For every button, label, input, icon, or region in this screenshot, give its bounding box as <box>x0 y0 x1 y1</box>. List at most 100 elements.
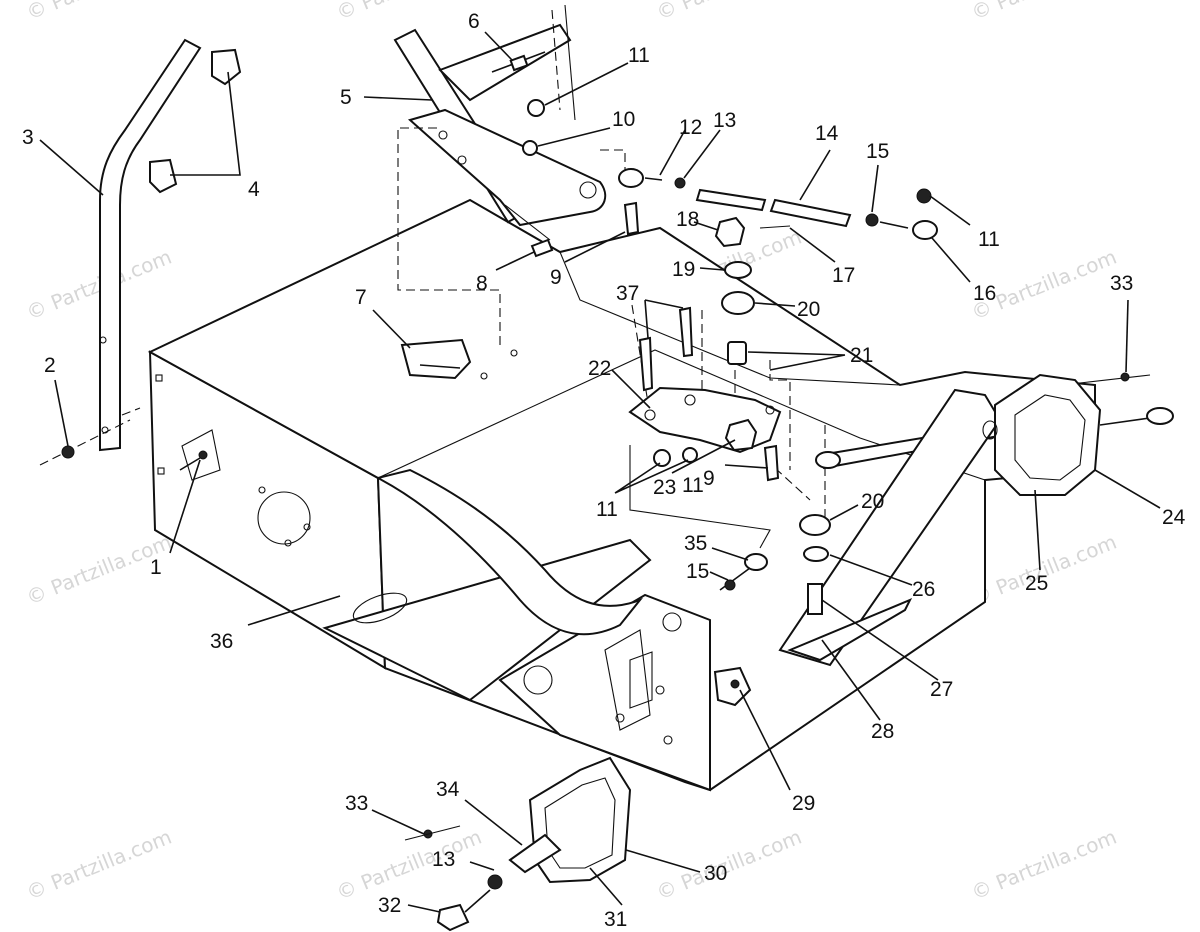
leader-13 <box>683 129 721 179</box>
callout-9-lower: 9 <box>703 467 715 490</box>
washer-item-19 <box>724 261 752 279</box>
callout-11-lower: 11 <box>596 498 618 521</box>
watermark-text: © Partzilla.com <box>968 0 1120 25</box>
watermark-text: © Partzilla.com <box>968 530 1120 610</box>
callout-15: 15 <box>866 140 889 163</box>
washer-item-26 <box>803 546 829 562</box>
leader-20 <box>754 302 796 307</box>
callout-27: 27 <box>930 678 953 701</box>
pin-head <box>509 54 529 72</box>
spindle-hole <box>982 420 998 440</box>
leader-23 <box>671 439 736 474</box>
callout-9: 9 <box>550 266 562 289</box>
callout-33-lower: 33 <box>345 792 368 815</box>
callout-19: 19 <box>672 258 695 281</box>
plate-hub <box>724 418 758 452</box>
callout-8: 8 <box>476 272 488 295</box>
leader-20-lower <box>829 504 859 521</box>
plate-hole <box>155 374 163 382</box>
clip-upper <box>211 48 242 86</box>
spindle-arm-right <box>778 388 1002 667</box>
callout-18: 18 <box>676 208 699 231</box>
guide-line <box>774 467 811 501</box>
callout-13-lower: 13 <box>432 848 455 871</box>
callout-11-right: 11 <box>978 228 1000 251</box>
plate-hole <box>684 394 696 406</box>
callout-16: 16 <box>973 282 996 305</box>
callout-4: 4 <box>248 178 260 201</box>
callout-6: 6 <box>468 10 480 33</box>
watermark-text: © Partzilla.com <box>23 245 175 325</box>
centerline <box>39 419 131 466</box>
cotter-pin <box>759 225 791 229</box>
plate-hole <box>284 539 292 547</box>
watermark-text: © Partzilla.com <box>23 825 175 905</box>
spindle-item-34 <box>508 833 562 874</box>
drag-link-end <box>815 451 841 469</box>
nut-item-11-right <box>916 188 932 204</box>
bushing-item-20 <box>721 291 755 315</box>
leader-2 <box>54 379 69 447</box>
nut-item-11-lower <box>653 449 671 467</box>
guide-line <box>631 304 651 416</box>
watermark-text: © Partzilla.com <box>23 0 175 25</box>
bolt-head <box>198 450 208 460</box>
steering-column-tube <box>375 468 644 636</box>
leader-16 <box>931 237 971 283</box>
assembly-drawing <box>39 4 1174 932</box>
leader-8 <box>495 251 535 271</box>
callout-30: 30 <box>704 862 727 885</box>
bracket-line-11 <box>629 445 771 549</box>
jam-nut-item-15-lower <box>724 579 736 591</box>
rod-end-left <box>618 168 644 188</box>
plate-hole <box>765 405 775 415</box>
knuckle-inner <box>1014 394 1086 481</box>
leader-14 <box>799 149 831 201</box>
leader-lines <box>39 31 1161 913</box>
centerline <box>121 407 141 416</box>
panel-hole <box>615 713 625 723</box>
rod-end-outer <box>1146 407 1174 425</box>
screw <box>510 349 518 357</box>
leader-11 <box>544 62 629 106</box>
pin-item-33 <box>1120 372 1130 382</box>
screw <box>480 372 488 380</box>
watermark-text: © Partzilla.com <box>333 0 485 25</box>
nut-item-11 <box>527 99 545 117</box>
callout-34: 34 <box>436 778 460 801</box>
leader-5 <box>363 96 433 101</box>
bracket-hole <box>438 130 448 140</box>
callout-24: 24 <box>1162 506 1186 529</box>
leader-31 <box>589 867 623 906</box>
leader-1 <box>169 459 201 554</box>
grommet-plate <box>181 429 221 481</box>
tie-rod-sleeve-right <box>769 198 852 228</box>
steering-knuckle-left <box>528 756 632 884</box>
leader-25 <box>1034 489 1041 571</box>
callout-26: 26 <box>912 578 935 601</box>
callout-21: 21 <box>850 344 873 367</box>
bracket-hole <box>457 155 467 165</box>
bracket-bolt <box>419 364 461 369</box>
bracket-item-7 <box>400 338 472 380</box>
rod-end-right <box>912 220 938 240</box>
callout-28: 28 <box>871 720 894 743</box>
callout-31: 31 <box>604 908 627 931</box>
leader-10 <box>537 127 611 147</box>
watermark-text: © Partzilla.com <box>333 825 485 905</box>
plate-round-cutout <box>257 491 311 545</box>
tie-rod-sleeve-left <box>695 188 767 212</box>
panel-shaft <box>629 651 653 709</box>
leader-6 <box>484 31 513 61</box>
callout-11-top: 11 <box>628 44 650 67</box>
callout-20-lower: 20 <box>861 490 884 513</box>
leader-4 <box>170 71 241 176</box>
leader-35 <box>711 547 749 561</box>
leader-30 <box>625 849 701 873</box>
stud-item-27 <box>807 583 823 615</box>
nut-item-10 <box>522 140 538 156</box>
bracket-edge <box>504 204 551 241</box>
bolt-item-8 <box>530 238 554 258</box>
bracket-hole <box>579 181 597 199</box>
